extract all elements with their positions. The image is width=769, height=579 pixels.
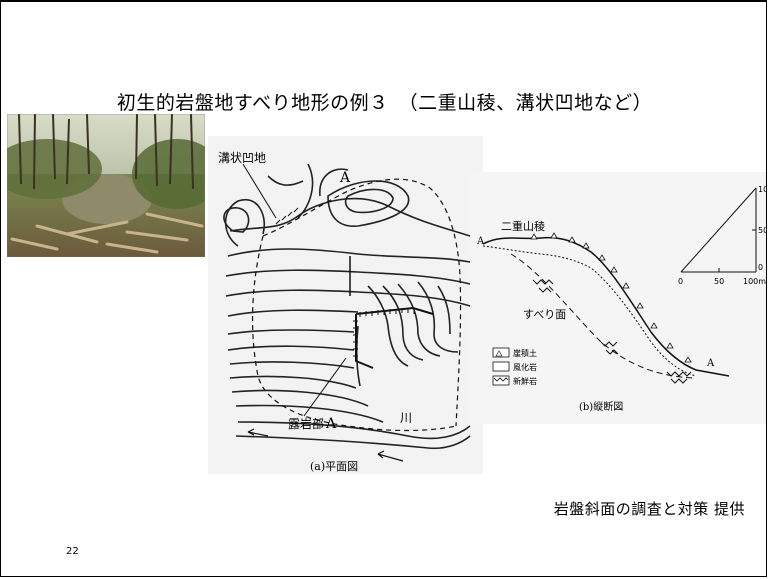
forest-photo: [7, 114, 205, 257]
slip-surface-label: すべり面: [523, 308, 566, 321]
marker-a-bottom: A: [325, 416, 337, 432]
legend-talus: 崖積土: [513, 348, 537, 358]
legend-fresh: 新鮮岩: [513, 376, 537, 386]
scale-tick-0-v: 0: [758, 263, 763, 272]
plan-view-map: 溝状凹地 A 露岩部 A 川 (a)平面図: [208, 136, 483, 474]
section-legend: 崖積土 風化岩 新鮮岩: [492, 347, 537, 386]
groove-label: 溝状凹地: [218, 151, 266, 165]
scale-tick-50-v: 50: [758, 226, 767, 235]
double-ridge-label: 二重山稜: [501, 219, 545, 233]
legend-weathered: 風化岩: [513, 362, 537, 372]
credit-text: 岩盤斜面の調査と対策 提供: [553, 500, 745, 518]
scale-tick-100-v: 100: [758, 185, 767, 194]
marker-a-top: A: [339, 170, 351, 186]
outcrop-label: 露岩部: [288, 416, 324, 431]
river-label: 川: [400, 411, 412, 425]
scale-tick-100-h: 100m: [743, 277, 766, 286]
scale-tick-50-h: 50: [714, 277, 724, 286]
slide-title: 初生的岩盤地すべり地形の例３ （二重山稜、溝状凹地など）: [116, 92, 653, 114]
page-number: 22: [66, 546, 79, 557]
plan-caption: (a)平面図: [310, 460, 358, 473]
marker-a-left: A: [476, 236, 485, 247]
marker-a-right: A: [706, 358, 715, 369]
section-diagram: 100 50 0 0 50 100m 二重山稜 A A すべり面 崖積土 風化岩…: [471, 172, 767, 424]
section-caption: (b)縦断図: [579, 400, 623, 413]
scale-tick-0-h: 0: [678, 277, 683, 286]
